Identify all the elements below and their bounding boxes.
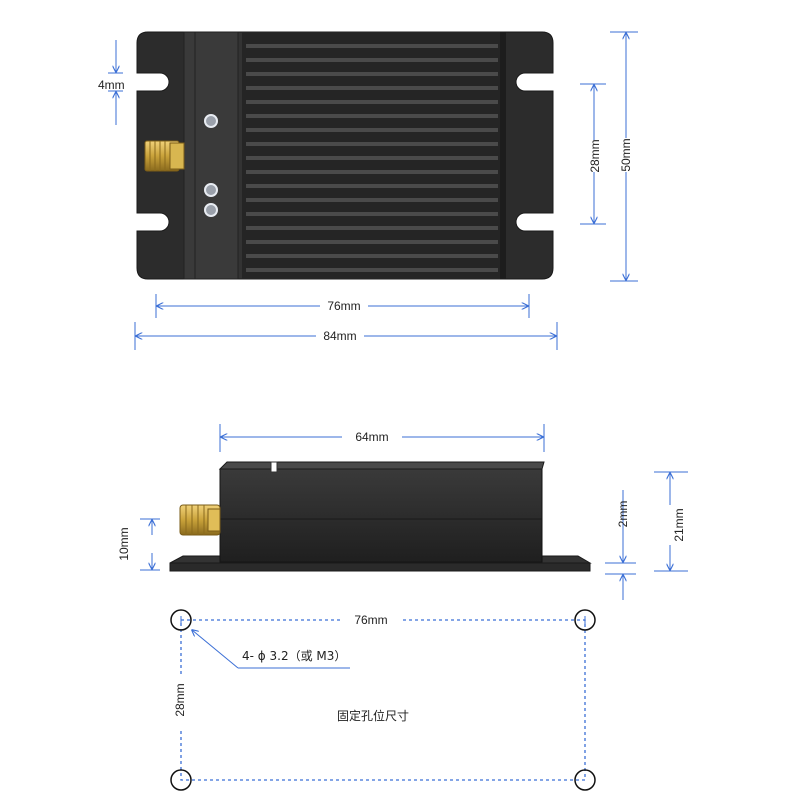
heatsink-groove (246, 114, 498, 118)
dim-tab-height: 4mm (98, 78, 125, 92)
heatsink-groove (246, 226, 498, 230)
heatsink-groove (246, 100, 498, 104)
heatsink-groove (246, 142, 498, 146)
heatsink-groove (246, 170, 498, 174)
dim-total-height: 50mm (619, 138, 633, 171)
sma-connector-side (179, 504, 221, 536)
side-view-notch (270, 461, 278, 473)
mounting-outline (180, 619, 586, 781)
mounting-hole-bottom-left (170, 769, 192, 791)
heatsink-groove (246, 128, 498, 132)
mounting-hole-top-right (574, 609, 596, 631)
dim-total-width: 84mm (323, 329, 356, 343)
dim-total-height-side: 21mm (672, 508, 686, 541)
top-view-device (136, 31, 554, 280)
dim-hole-spacing-vertical: 28mm (588, 139, 602, 172)
heatsink-groove (246, 156, 498, 160)
hole-callout: 4- ϕ 3.2（或 M3） (242, 649, 346, 663)
heatsink-groove (246, 184, 498, 188)
mounting-caption: 固定孔位尺寸 (337, 708, 409, 723)
sma-connector-top (144, 140, 185, 172)
top-view-front-panel (183, 31, 239, 280)
heatsink-groove (246, 58, 498, 62)
heatsink-groove (246, 212, 498, 216)
dim-body-length: 64mm (355, 430, 388, 444)
indicator-led-1 (204, 114, 218, 128)
heatsink-groove (246, 44, 498, 48)
side-view-body (219, 468, 543, 563)
heatsink-fins (242, 32, 500, 279)
heatsink-groove (246, 240, 498, 244)
top-view-back-edge (500, 32, 506, 279)
side-view-base-plate (169, 562, 591, 572)
indicator-led-3 (204, 203, 218, 217)
dim-base-thickness: 2mm (616, 501, 630, 528)
heatsink-groove (246, 86, 498, 90)
dim-hole-spacing-horizontal: 76mm (327, 299, 360, 313)
indicator-led-2 (204, 183, 218, 197)
heatsink-groove (246, 72, 498, 76)
heatsink-groove (246, 198, 498, 202)
mounting-hole-top-left (170, 609, 192, 631)
dim-connector-height: 10mm (117, 527, 131, 560)
heatsink-groove (246, 268, 498, 272)
top-view-dimensions: 4mm 28mm 50mm 76mm 84mm (98, 31, 638, 350)
side-view-dimensions: 64mm 10mm 2mm 21mm (117, 424, 688, 600)
side-view-body-top (218, 461, 545, 470)
mounting-hole-pattern: 76mm 28mm 4- ϕ 3.2（或 M3） 固定孔位尺寸 (170, 609, 596, 791)
mount-dim-vertical: 28mm (173, 683, 187, 716)
heatsink-groove (246, 254, 498, 258)
side-view-device (169, 461, 592, 572)
mounting-hole-bottom-right (574, 769, 596, 791)
mount-dim-horizontal: 76mm (354, 613, 387, 627)
